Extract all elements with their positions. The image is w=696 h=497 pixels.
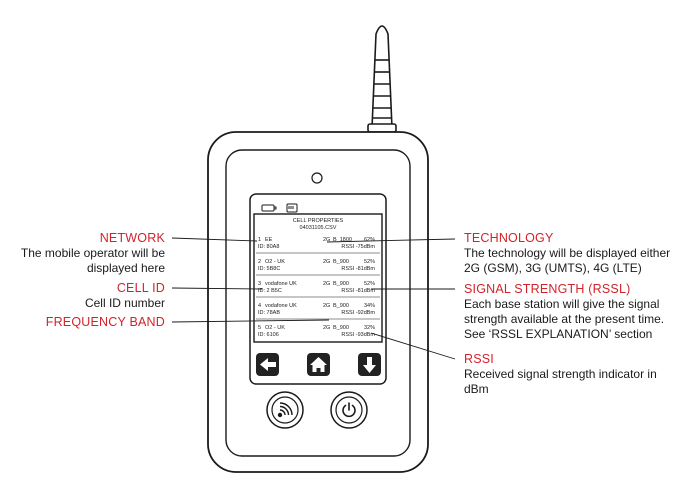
leader-rssi bbox=[370, 332, 456, 360]
row-percent: 62% bbox=[364, 237, 375, 243]
screen-header-title: CELL PROPERTIES bbox=[293, 218, 344, 224]
row-cell-id: ID: 2 B5C bbox=[258, 288, 282, 294]
row-band: B_900 bbox=[333, 325, 349, 331]
label-technology: TECHNOLOGY The technology will be displa… bbox=[464, 231, 696, 276]
label-signal-strength-line-3: See ‘RSSL EXPLANATION’ section bbox=[464, 327, 653, 341]
leader-frequency-band bbox=[171, 319, 330, 323]
power-button[interactable] bbox=[330, 391, 368, 429]
home-icon bbox=[310, 357, 327, 372]
row-network: O2 - UK bbox=[265, 259, 285, 265]
row-percent: 34% bbox=[364, 303, 375, 309]
back-button[interactable] bbox=[256, 353, 279, 376]
row-index: 3 bbox=[258, 281, 261, 287]
row-cell-id: ID: 6106 bbox=[258, 332, 279, 338]
row-cell-id: ID: 5B8C bbox=[258, 266, 280, 272]
lcd-display bbox=[253, 213, 383, 343]
indicator-led bbox=[311, 172, 323, 184]
row-rssi: RSSI -75dBm bbox=[341, 244, 375, 250]
row-index: 4 bbox=[258, 303, 261, 309]
row-technology: 2G bbox=[323, 281, 330, 287]
row-technology: 2G bbox=[323, 303, 330, 309]
row-percent: 32% bbox=[364, 325, 375, 331]
label-technology-title: TECHNOLOGY bbox=[464, 231, 554, 245]
label-network-title: NETWORK bbox=[99, 231, 165, 245]
label-signal-strength-line-1: Each base station will give the signal bbox=[464, 297, 660, 311]
antenna bbox=[367, 25, 397, 133]
label-rssi-line-2: dBm bbox=[464, 382, 489, 396]
leader-lines bbox=[171, 237, 456, 360]
label-network-line-1: The mobile operator will be bbox=[20, 246, 165, 260]
label-technology-line-1: The technology will be displayed either bbox=[464, 246, 671, 260]
label-cell-id-title: CELL ID bbox=[116, 281, 165, 295]
screen-header-file: 04031105.CSV bbox=[300, 225, 337, 231]
leader-network bbox=[171, 237, 258, 242]
row-network: O2 - UK bbox=[265, 325, 285, 331]
row-index: 5 bbox=[258, 325, 261, 331]
row-network: vodafone UK bbox=[265, 303, 297, 309]
row-band: B_900 bbox=[333, 259, 349, 265]
row-band: B_900 bbox=[333, 303, 349, 309]
row-band: B_1800 bbox=[333, 237, 352, 243]
label-network: NETWORK The mobile operator will be disp… bbox=[0, 231, 165, 276]
label-signal-strength: SIGNAL STRENGTH (RSSL) Each base station… bbox=[464, 282, 696, 342]
label-network-line-2: displayed here bbox=[86, 261, 165, 275]
row-index: 1 bbox=[258, 237, 261, 243]
power-icon bbox=[342, 402, 356, 418]
label-frequency-band-title: FREQUENCY BAND bbox=[45, 315, 165, 329]
row-technology: 2G bbox=[323, 259, 330, 265]
row-cell-id: ID: 80A8 bbox=[258, 244, 279, 250]
label-technology-line-2: 2G (GSM), 3G (UMTS), 4G (LTE) bbox=[464, 261, 642, 275]
label-signal-strength-title: SIGNAL STRENGTH (RSSL) bbox=[464, 282, 631, 296]
row-technology: 2G bbox=[323, 237, 330, 243]
row-network: EE bbox=[265, 237, 273, 243]
leader-cell-id bbox=[171, 287, 263, 290]
label-rssi-title: RSSI bbox=[464, 352, 494, 366]
label-signal-strength-line-2: strength available at the present time. bbox=[464, 312, 665, 326]
row-index: 2 bbox=[258, 259, 261, 265]
wireless-signal-icon bbox=[277, 402, 293, 418]
leader-technology bbox=[326, 238, 456, 243]
arrow-down-icon bbox=[363, 357, 376, 373]
row-technology: 2G bbox=[323, 325, 330, 331]
label-rssi-line-1: Received signal strength indicator in bbox=[464, 367, 657, 381]
home-button[interactable] bbox=[307, 353, 330, 376]
label-cell-id-line-1: Cell ID number bbox=[84, 296, 165, 310]
battery-icon bbox=[261, 204, 277, 212]
row-rssi: RSSI -81dBm bbox=[341, 288, 375, 294]
row-band: B_900 bbox=[333, 281, 349, 287]
arrow-left-icon bbox=[260, 358, 276, 371]
down-button[interactable] bbox=[358, 353, 381, 376]
row-rssi: RSSI -81dBm bbox=[341, 266, 375, 272]
row-cell-id: ID: 78AB bbox=[258, 310, 280, 316]
row-rssi: RSSI -92dBm bbox=[341, 310, 375, 316]
sd-card-icon bbox=[286, 203, 298, 213]
signal-button[interactable] bbox=[266, 391, 304, 429]
row-rssi: RSSI -93dBm bbox=[341, 332, 375, 338]
row-percent: 52% bbox=[364, 259, 375, 265]
label-cell-id: CELL ID Cell ID number bbox=[0, 281, 165, 311]
label-frequency-band: FREQUENCY BAND bbox=[0, 315, 165, 330]
label-rssi: RSSI Received signal strength indicator … bbox=[464, 352, 696, 397]
row-percent: 52% bbox=[364, 281, 375, 287]
row-network: vodafone UK bbox=[265, 281, 297, 287]
